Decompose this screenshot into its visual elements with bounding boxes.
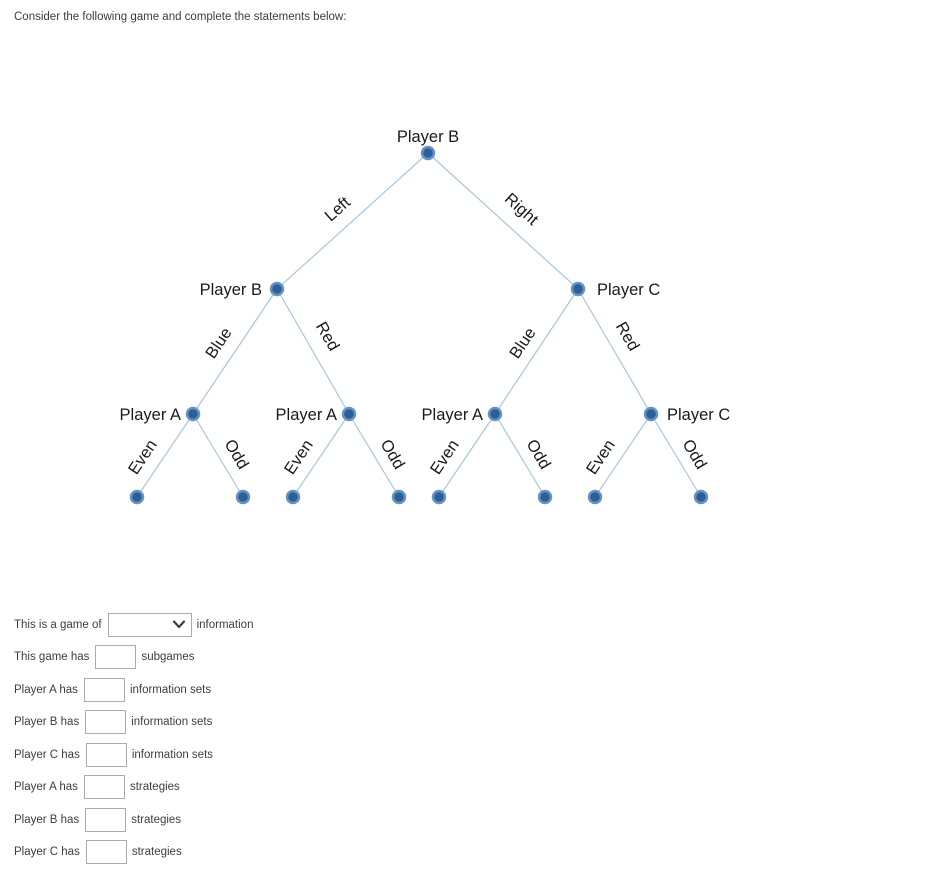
tree-leaf-5: [431, 489, 447, 505]
statement-suffix: information sets: [129, 683, 212, 696]
information-select-wrap: [107, 612, 192, 637]
branch-odd-2: [348, 413, 400, 498]
statement-prefix: Player C has: [14, 748, 80, 761]
tree-leaf-2: [235, 489, 251, 505]
node-label-c2: Player C: [667, 406, 730, 424]
statement-row-information-type: This is a game of information: [14, 612, 253, 637]
tree-leaf-7: [587, 489, 603, 505]
playerA-information-sets-input[interactable]: [83, 677, 125, 702]
statement-row-playerB-infosets: Player B has information sets: [14, 710, 253, 735]
statement-row-playerA-strategies: Player A has strategies: [14, 775, 253, 800]
node-label-a2: Player A: [276, 406, 337, 424]
edge-label-left: Left: [321, 193, 354, 225]
statement-prefix: Player C has: [14, 846, 80, 858]
playerC-strategies-input[interactable]: [85, 840, 127, 864]
edge-label-red-right: Red: [612, 319, 643, 354]
tree-node-a3: [487, 406, 503, 422]
edge-label-blue-left: Blue: [202, 324, 235, 361]
statement-row-playerC-strategies: Player C has strategies: [14, 840, 253, 865]
node-label-a3: Player A: [422, 406, 483, 424]
statement-row-subgames: This game has subgames: [14, 645, 253, 670]
statement-prefix: Player A has: [14, 781, 78, 793]
node-label-root: Player B: [397, 128, 459, 146]
branch-even-2: [292, 413, 350, 498]
node-label-left-b: Player B: [200, 281, 262, 299]
tree-leaf-8: [693, 489, 709, 505]
edge-label-right: Right: [501, 190, 542, 229]
statement-row-playerB-strategies: Player B has strategies: [14, 807, 253, 832]
playerC-information-sets-input[interactable]: [85, 742, 127, 767]
tree-leaf-3: [285, 489, 301, 505]
branch-even-3: [438, 413, 496, 498]
game-tree: Player B Player B Player C Player A Play…: [120, 128, 730, 505]
statement-suffix: strategies: [129, 781, 180, 793]
branch-blue-right: [494, 288, 579, 415]
node-label-right-c: Player C: [597, 281, 660, 299]
edge-label-even-2: Even: [281, 437, 317, 478]
edge-label-even-4: Even: [583, 437, 619, 478]
statements-form: This is a game of information This game …: [14, 612, 253, 872]
playerB-information-sets-input[interactable]: [85, 710, 127, 734]
statement-prefix: Player B has: [14, 716, 80, 728]
branch-odd-1: [192, 413, 244, 498]
statement-suffix: strategies: [131, 846, 182, 858]
edge-label-even-1: Even: [125, 437, 161, 478]
statement-suffix: information sets: [131, 716, 213, 728]
tree-node-root: [420, 145, 436, 161]
statement-row-playerA-infosets: Player A has information sets: [14, 677, 253, 702]
information-type-select[interactable]: [107, 612, 192, 637]
branch-red-left: [276, 288, 350, 415]
statement-suffix: strategies: [131, 813, 182, 826]
tree-leaf-1: [129, 489, 145, 505]
tree-node-a1: [185, 406, 201, 422]
branch-odd-3: [494, 413, 546, 498]
tree-node-left-b: [269, 281, 285, 297]
statement-row-playerC-infosets: Player C has information sets: [14, 742, 253, 767]
branch-even-4: [594, 413, 652, 498]
statement-prefix: This is a game of: [14, 618, 102, 631]
subgames-input[interactable]: [95, 645, 137, 669]
branch-right: [427, 152, 579, 290]
page-title: Consider the following game and complete…: [14, 11, 347, 23]
statement-prefix: This game has: [14, 651, 90, 663]
statement-suffix: information: [196, 618, 254, 631]
playerA-strategies-input[interactable]: [83, 775, 125, 799]
edge-label-blue-right: Blue: [506, 324, 539, 361]
branch-odd-4: [650, 413, 702, 498]
branch-left: [276, 152, 429, 290]
tree-leaf-6: [537, 489, 553, 505]
branch-even-1: [136, 413, 194, 498]
tree-node-c2: [643, 406, 659, 422]
branch-blue-left: [192, 288, 278, 415]
playerB-strategies-input[interactable]: [85, 807, 127, 832]
edge-label-red-left: Red: [312, 319, 343, 354]
statement-suffix: subgames: [141, 651, 195, 663]
tree-node-a2: [341, 406, 357, 422]
node-label-a1: Player A: [120, 406, 181, 424]
statement-prefix: Player B has: [14, 813, 80, 826]
edge-label-even-3: Even: [427, 437, 463, 478]
tree-leaf-4: [391, 489, 407, 505]
tree-node-right-c: [570, 281, 586, 297]
branch-red-right: [577, 288, 652, 415]
statement-suffix: information sets: [131, 748, 214, 761]
statement-prefix: Player A has: [14, 683, 78, 696]
